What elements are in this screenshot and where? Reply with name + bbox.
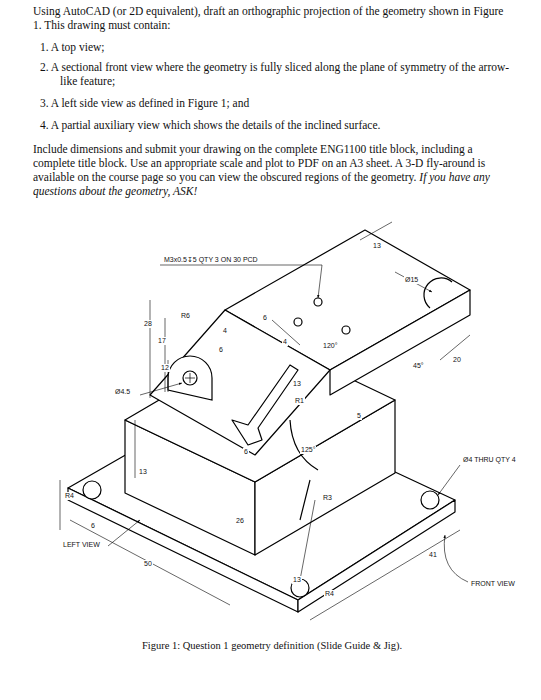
dimension-line — [108, 520, 140, 546]
dimension-label: 28 — [143, 320, 153, 328]
dimension-line — [300, 500, 315, 580]
dimension-label: 13 — [138, 468, 148, 476]
base-plate — [298, 500, 455, 612]
upper-platform — [424, 278, 452, 308]
dimension-line — [60, 480, 61, 530]
dimension-label: R4 — [324, 590, 335, 598]
dimension-label: 6 — [90, 522, 96, 530]
dimension-label: LEFT VIEW — [62, 541, 101, 549]
dimension-label: 13 — [372, 242, 382, 250]
tapped-hole — [314, 298, 322, 306]
main-block — [300, 480, 310, 520]
instruction-text: Using AutoCAD (or 2D equivalent), draft … — [33, 4, 508, 32]
lug-with-hole — [183, 371, 197, 385]
dimension-line — [150, 300, 151, 398]
dimension-line — [360, 222, 392, 240]
inclined-face — [150, 310, 330, 455]
tapped-hole — [342, 326, 350, 334]
dimension-label: 26 — [235, 517, 245, 525]
dimension-line — [70, 520, 230, 605]
dimension-label: M3x0.5↧5 QTY 3 ON 30 PCD — [163, 256, 259, 264]
lug-with-hole — [168, 356, 212, 400]
dimension-label: R6 — [180, 312, 191, 320]
list-item: 2. A sectional front view where the geom… — [40, 60, 520, 88]
upper-platform — [330, 290, 470, 395]
dimension-label: 5 — [356, 412, 362, 420]
dimension-label: 50 — [143, 560, 153, 568]
list-item: 4. A partial auxiliary view which shows … — [40, 118, 520, 132]
dimension-label: 13 — [292, 576, 302, 584]
dimension-line — [165, 318, 166, 392]
dimension-line — [272, 320, 300, 345]
dimension-label: 4 — [282, 338, 288, 346]
dimension-label: 120° — [322, 342, 338, 350]
dimension-line — [135, 420, 136, 478]
dimension-line — [310, 530, 460, 620]
dimension-line — [438, 465, 460, 495]
dimension-label: FRONT VIEW — [470, 580, 516, 588]
dimension-label: Ø4 THRU QTY 4 — [462, 456, 517, 464]
tapped-hole — [294, 318, 302, 326]
main-block — [290, 420, 318, 470]
dimension-label: 6 — [243, 448, 249, 456]
base-plate — [83, 481, 101, 499]
dimension-label: R4 — [64, 492, 75, 500]
inclined-face — [150, 310, 330, 455]
dimension-label: 12 — [160, 364, 170, 372]
dimension-label: R1 — [294, 397, 305, 405]
lug-with-hole — [185, 373, 195, 383]
dimension-label: 6 — [262, 314, 268, 322]
dimension-label: 45° — [412, 362, 425, 370]
tapped-hole — [294, 298, 350, 334]
dimension-label: Ø4.5 — [114, 388, 131, 396]
dimension-label: 20 — [452, 356, 462, 364]
dimension-label: 17 — [157, 337, 167, 345]
list-item: 1. A top view; — [40, 40, 520, 54]
instruction-text: Include dimensions and submit your drawi… — [33, 142, 508, 198]
dimension-line — [395, 272, 432, 292]
dimension-label: 13 — [292, 380, 302, 388]
dimension-label: Ø15 — [404, 276, 419, 284]
dimension-line — [60, 222, 470, 620]
base-plate — [421, 491, 439, 509]
dimension-label: 6 — [218, 346, 224, 354]
inclined-face — [232, 365, 298, 445]
list-item: 3. A left side view as defined in Figure… — [40, 96, 520, 110]
dimension-line — [140, 383, 182, 395]
dimension-line — [160, 265, 322, 298]
lug-with-hole — [168, 356, 212, 400]
dimension-label: 125° — [300, 446, 316, 454]
figure-caption: Figure 1: Question 1 geometry definition… — [142, 640, 402, 651]
dimension-line — [444, 535, 468, 582]
dimension-label: 4 — [222, 327, 228, 335]
emphasis-note: If you have any questions about the geom… — [33, 171, 490, 197]
dimension-label: R3 — [322, 494, 333, 502]
dimension-label: 41 — [428, 551, 438, 559]
